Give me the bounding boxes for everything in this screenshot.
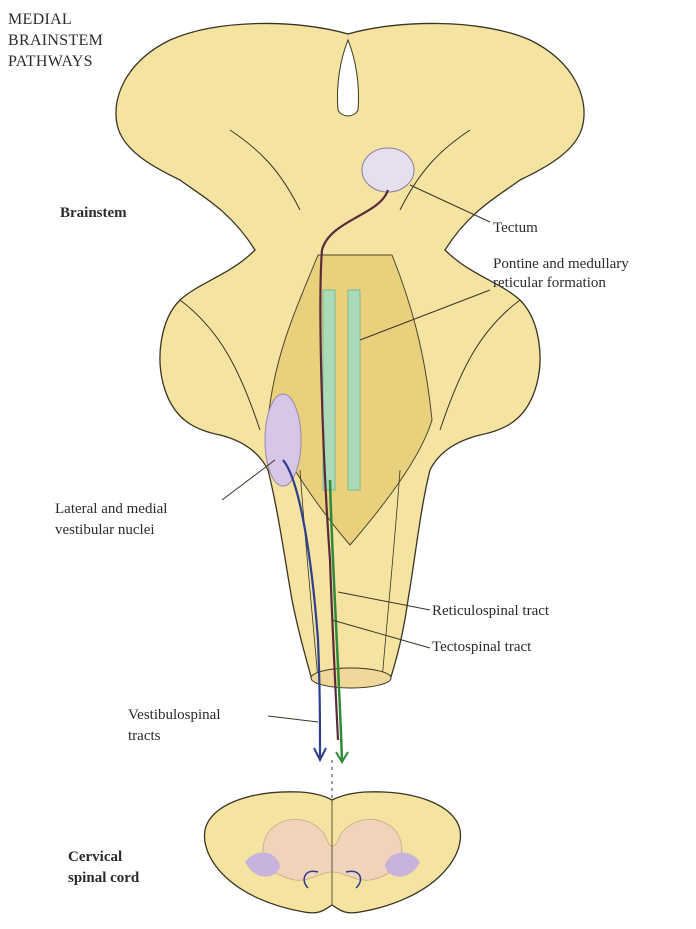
label-reticular-line-1: Pontine and medullary [493, 255, 629, 274]
label-vestibular-line-1: Lateral and medial [55, 500, 167, 519]
leader-vestibulospinal [268, 716, 318, 722]
label-tectospinal: Tectospinal tract [432, 638, 531, 657]
label-reticulospinal: Reticulospinal tract [432, 602, 549, 621]
label-vestibulospinal-line-2: tracts [128, 727, 160, 746]
label-vestibular-line-2: vestibular nuclei [55, 521, 155, 540]
medulla-cut-surface [311, 668, 391, 688]
label-cervical-line-1: Cervical [68, 848, 122, 867]
title-line-2: BRAINSTEM [8, 31, 103, 51]
label-brainstem: Brainstem [60, 204, 127, 223]
label-reticular-line-2: reticular formation [493, 274, 606, 293]
title-line-3: PATHWAYS [8, 52, 93, 72]
label-cervical-line-2: spinal cord [68, 869, 139, 888]
label-vestibulospinal-line-1: Vestibulospinal [128, 706, 221, 725]
reticular-band-right [348, 290, 360, 490]
vestibular-nuclei [265, 394, 301, 486]
tectum-nucleus [362, 148, 414, 192]
title-line-1: MEDIAL [8, 10, 72, 30]
label-tectum: Tectum [493, 219, 538, 238]
leader-vestibular [222, 460, 275, 500]
